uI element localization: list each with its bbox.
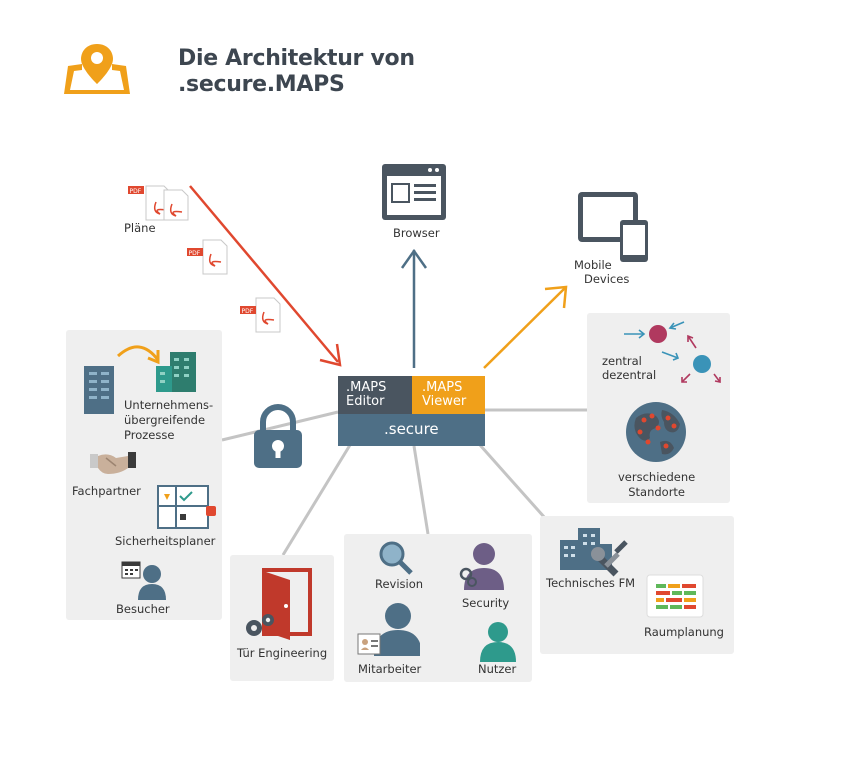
secure-box: .secure <box>338 414 485 446</box>
room-planning-label: Raumplanung <box>644 625 724 639</box>
plans-label: Pläne <box>124 221 156 235</box>
map-pin-icon <box>64 44 130 94</box>
visitor-icon <box>121 561 166 600</box>
browser-label: Browser <box>393 226 440 240</box>
door-engineering-label: Tür Engineering <box>237 646 328 660</box>
svg-text:PDF: PDF <box>189 250 201 257</box>
partner-label: Fachpartner <box>72 484 141 498</box>
security-person-icon <box>459 543 504 590</box>
locations-label: verschiedene Standorte <box>618 470 696 499</box>
chart-icon <box>646 574 704 618</box>
lock-icon <box>254 404 302 468</box>
pdf-icon: PDF <box>240 297 281 333</box>
building-icon <box>84 345 196 414</box>
magnifier-icon <box>379 541 413 575</box>
pdf-icon: PDF <box>187 239 228 275</box>
network-icon <box>624 321 721 383</box>
visitor-label: Besucher <box>116 602 170 616</box>
svg-text:PDF: PDF <box>242 308 254 315</box>
pdf-icon: PDF <box>128 185 189 221</box>
user-person-icon <box>480 622 516 662</box>
handshake-icon <box>90 452 136 474</box>
revision-label: Revision <box>375 577 424 591</box>
svg-text:PDF: PDF <box>130 188 142 195</box>
globe-icon <box>626 402 686 462</box>
browser-icon <box>382 164 446 220</box>
employee-icon <box>357 603 420 656</box>
employee-label: Mitarbeiter <box>358 662 422 676</box>
mobile-label: Mobile Devices <box>574 258 630 286</box>
page-title: Die Architektur von .secure.MAPS <box>178 46 415 97</box>
floorplan-icon <box>157 485 216 529</box>
central-label: zentral dezentral <box>602 354 657 382</box>
technical-fm-label: Technisches FM <box>546 576 636 590</box>
tablet-icon <box>578 192 648 262</box>
processes-label: Unternehmens- übergreifende Prozesse <box>124 398 214 442</box>
security-label: Security <box>462 596 510 610</box>
security-planner-label: Sicherheitsplaner <box>115 534 216 548</box>
user-label: Nutzer <box>478 662 517 676</box>
door-icon <box>246 568 312 640</box>
wrench-icon <box>560 528 628 577</box>
